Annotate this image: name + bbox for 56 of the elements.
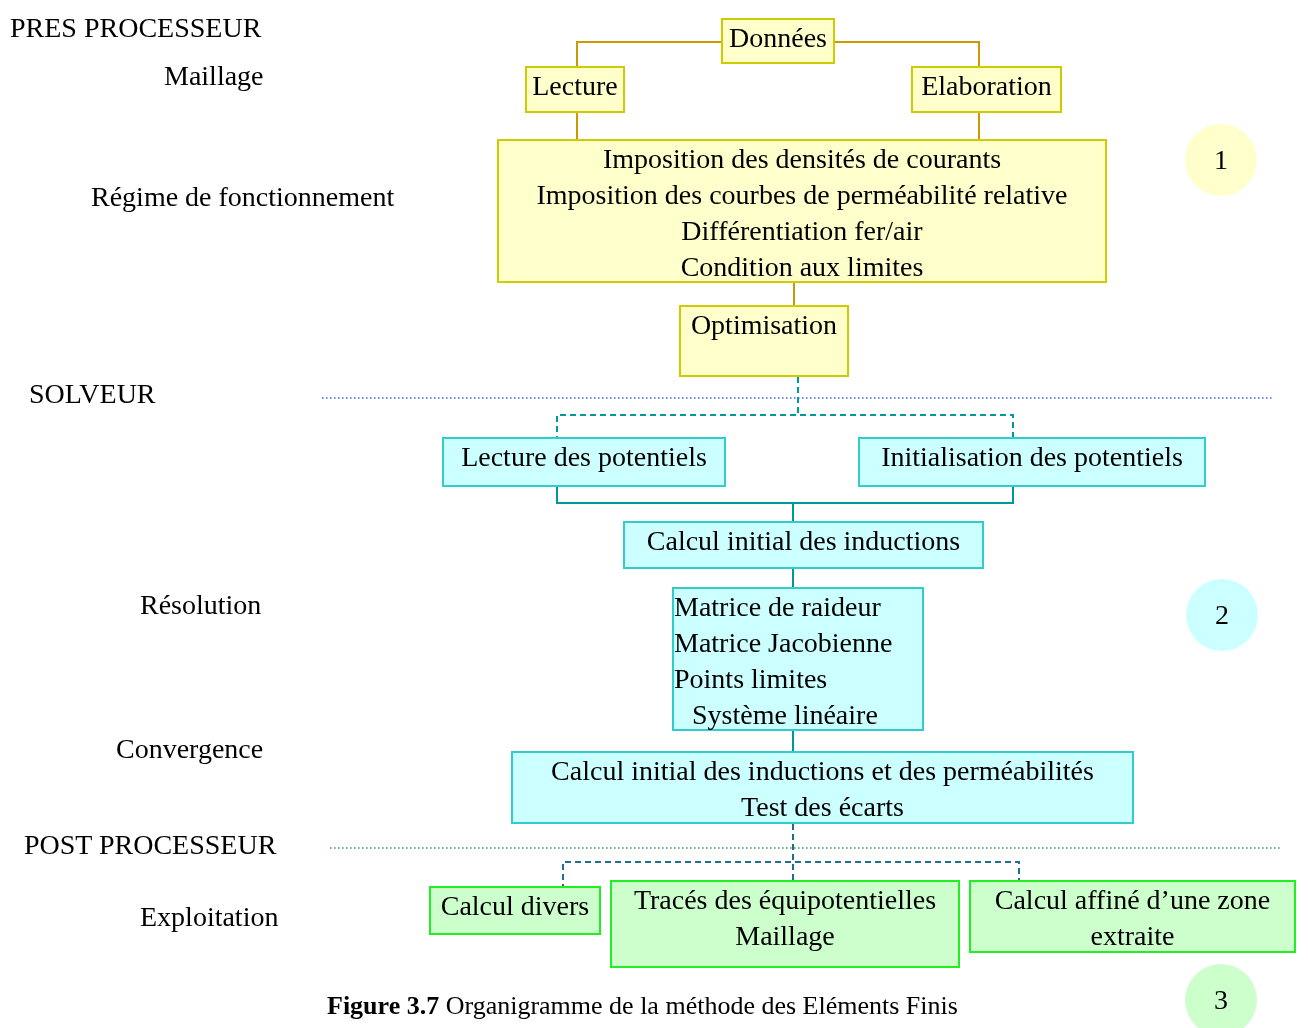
process-box (672, 587, 924, 731)
box-text: Maillage (735, 919, 835, 953)
circle-number: 1 (1214, 143, 1228, 177)
box-text: Lecture (532, 69, 618, 103)
section-label: Régime de fonctionnement (91, 180, 395, 214)
box-text: Calcul affiné d’une zone extraite (993, 883, 1272, 953)
box-text: Imposition des courbes de perméabilité relative (536, 178, 1068, 212)
process-box (610, 880, 960, 968)
box-text: Elaboration (921, 69, 1052, 103)
process-box (858, 437, 1206, 487)
process-box (623, 521, 984, 569)
circle-number: 2 (1215, 598, 1229, 632)
box-text: Test des écarts (741, 790, 904, 824)
circle-number: 3 (1214, 983, 1228, 1017)
box-text: Matrice Jacobienne (674, 626, 893, 660)
connector-line (576, 41, 722, 67)
process-box (721, 18, 835, 64)
section-label: SOLVEUR (29, 377, 156, 411)
box-text: Données (729, 21, 827, 55)
process-box (497, 139, 1107, 283)
box-text: Condition aux limites (680, 250, 924, 284)
connector-line (978, 112, 980, 140)
box-text: Initialisation des potentiels (881, 440, 1183, 474)
process-box (525, 66, 625, 113)
process-box (442, 437, 726, 487)
box-text: Différentiation fer/air (681, 214, 923, 248)
box-text: Système linéaire (691, 698, 878, 732)
section-label: Convergence (116, 732, 264, 766)
section-label: Exploitation (140, 900, 279, 934)
box-text: Calcul initial des inductions et des perméabilités (551, 754, 1094, 788)
box-text: Matrice de raideur (674, 590, 881, 624)
process-box (429, 886, 601, 935)
connector-line (797, 376, 1014, 438)
section-label: PRES PROCESSEUR (10, 11, 262, 45)
connector-line (792, 730, 794, 752)
connector-line (576, 112, 578, 140)
box-text: Optimisation (690, 308, 838, 342)
process-box (679, 305, 849, 377)
connector-line (792, 823, 1020, 881)
section-label: Résolution (140, 588, 262, 622)
box-text: Calcul initial des inductions (646, 524, 961, 558)
process-box (911, 66, 1062, 113)
connector-line (793, 282, 795, 306)
box-text: Tracés des équipotentielles (633, 883, 937, 917)
box-text: Lecture des potentiels (461, 440, 707, 474)
box-text: Calcul divers (440, 889, 590, 923)
box-text: Points limites (674, 662, 828, 696)
figure-caption: Figure 3.7 Organigramme de la méthode des Eléments Finis (327, 990, 958, 1022)
process-box (969, 880, 1296, 953)
box-text: Imposition des densités de courants (602, 142, 1002, 176)
connector-line (792, 486, 1014, 522)
process-box (511, 751, 1134, 824)
connector-line (834, 41, 980, 67)
section-label: Maillage (164, 59, 264, 93)
section-label: POST PROCESSEUR (24, 828, 277, 862)
connector-line (792, 568, 794, 588)
